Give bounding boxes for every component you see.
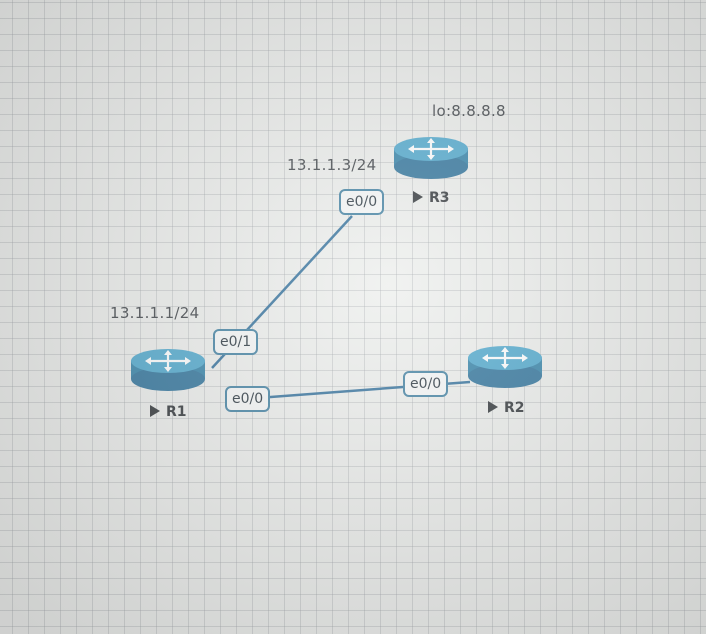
router-icon	[131, 349, 205, 391]
router-r3[interactable]	[392, 135, 470, 181]
router-r3-label[interactable]: R3	[413, 190, 450, 206]
router-r3-name: R3	[429, 190, 450, 206]
router-r2[interactable]	[466, 344, 544, 390]
router-r2-name: R2	[504, 400, 525, 416]
r2-interface-e0-0[interactable]: e0/0	[403, 371, 449, 397]
r3-address-label: 13.1.1.3/24	[287, 156, 377, 174]
router-r1-name: R1	[166, 404, 187, 420]
play-icon[interactable]	[150, 405, 160, 417]
r1-interface-e0-0[interactable]: e0/0	[225, 386, 271, 412]
router-r2-label[interactable]: R2	[488, 400, 525, 416]
play-icon[interactable]	[413, 191, 423, 203]
r1-address-label: 13.1.1.1/24	[110, 304, 200, 322]
router-icon	[468, 346, 542, 388]
router-r1[interactable]	[129, 347, 207, 393]
router-icon	[394, 137, 468, 179]
play-icon[interactable]	[488, 401, 498, 413]
r1-interface-e0-1[interactable]: e0/1	[213, 329, 259, 355]
r3-interface-e0-0[interactable]: e0/0	[339, 189, 385, 215]
r3-loopback-label: lo:8.8.8.8	[432, 102, 506, 120]
router-r1-label[interactable]: R1	[150, 404, 187, 420]
